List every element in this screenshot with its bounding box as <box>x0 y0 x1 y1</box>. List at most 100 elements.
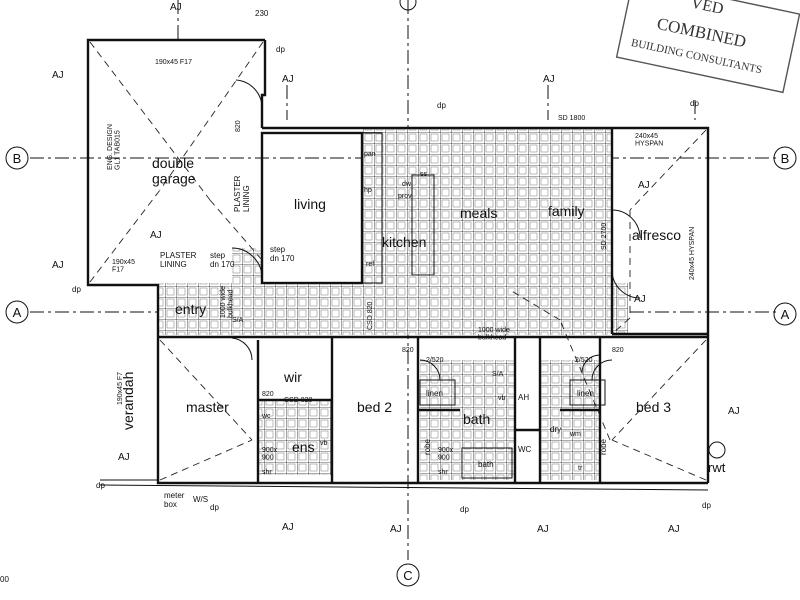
eng-design: ENG. DESIGNGL1 TAB015 <box>107 124 122 170</box>
room-ens: ens <box>292 439 315 455</box>
room-alfresco: alfresco <box>632 227 681 243</box>
aj-marker: AJ <box>52 70 64 81</box>
verandah-beam: 190x45 F7 <box>117 372 124 405</box>
svg-text:C: C <box>403 568 412 583</box>
linen-label-2: linen <box>577 389 594 398</box>
dp-marker: dp <box>276 45 285 54</box>
walls <box>86 38 710 491</box>
dim-230: 230 <box>255 9 269 18</box>
svg-text:A: A <box>13 305 22 320</box>
svg-text:VED: VED <box>689 0 725 18</box>
aj-marker: AJ <box>638 180 650 191</box>
door-820-d: 820 <box>235 120 242 132</box>
svg-text:B: B <box>13 151 22 166</box>
aj-marker: AJ <box>634 294 646 305</box>
hyspan-right: 240x45 HYSPAN <box>689 227 696 280</box>
sa-label-1: S/A <box>232 317 244 324</box>
robe-label-1: robe <box>423 438 432 455</box>
sink-label: ss <box>420 171 428 178</box>
approval-stamp: VED COMBINED BUILDING CONSULTANTS <box>615 0 800 94</box>
dp-marker: dp <box>210 503 219 512</box>
verandah-label: verandah <box>120 372 136 430</box>
tiled-floor <box>158 128 628 480</box>
sa-label-2: S/A <box>492 371 504 378</box>
room-entry: entry <box>175 301 206 317</box>
aj-marker: AJ <box>543 74 555 85</box>
room-bath: bath <box>463 411 490 427</box>
csd-820-b: CSD 820 <box>284 397 313 404</box>
grid-label-c: C <box>396 563 420 587</box>
csd-820-a: CSD 820 <box>367 301 374 330</box>
room-wir: wir <box>283 369 302 385</box>
grid-label-b-left: B <box>5 146 29 170</box>
bulkhead-vertical: 1000 widebulkhead <box>220 286 235 318</box>
grid-label-a-right: A <box>773 302 797 326</box>
room-family: family <box>548 203 585 219</box>
room-master: master <box>186 399 229 415</box>
tr-label: tr <box>578 465 583 472</box>
dp-marker: dp <box>437 101 446 110</box>
wc-label: WC <box>518 445 532 454</box>
svg-text:B: B <box>781 151 790 166</box>
room-bed3: bed 3 <box>636 399 671 415</box>
dp-marker: dp <box>72 285 81 294</box>
svg-text:A: A <box>781 307 790 322</box>
aj-marker: AJ <box>668 524 680 535</box>
door-820-c: 820 <box>262 391 274 398</box>
door-2520-b: 2/520 <box>575 357 593 364</box>
aj-marker: AJ <box>170 2 182 13</box>
fridge-label: ref <box>366 261 374 268</box>
room-bed2: bed 2 <box>357 399 392 415</box>
aj-marker: AJ <box>282 74 294 85</box>
dp-marker: dp <box>702 501 711 510</box>
shower-label-2: shr <box>438 469 448 476</box>
dp-marker: dp <box>96 481 105 490</box>
vanity-label-1: vb <box>320 440 328 447</box>
dishwasher-label: dw <box>402 181 412 188</box>
aj-marker: AJ <box>537 524 549 535</box>
aj-marker: AJ <box>52 260 64 271</box>
aj-marker: AJ <box>282 522 294 533</box>
door-820-b: 820 <box>612 347 624 354</box>
rwt-label: rwt <box>708 460 726 475</box>
bath-tub-label: bath <box>478 460 494 469</box>
beam-garage-top: 190x45 F17 <box>155 59 192 66</box>
pantry-label: pan <box>364 151 376 158</box>
rwt-tank <box>708 441 726 459</box>
dry-label: dry <box>550 425 561 434</box>
door-820-a: 820 <box>402 347 414 354</box>
ah-label: AH <box>518 393 529 402</box>
wm-label: wm <box>569 431 581 438</box>
prov-label: prov <box>398 193 412 200</box>
grid-label-a-left: A <box>5 300 29 324</box>
aj-marker: AJ <box>390 524 402 535</box>
sd-1800: SD 1800 <box>558 115 585 122</box>
room-meals: meals <box>460 205 497 221</box>
wc-small-label: wc <box>261 413 271 420</box>
door-2520-a: 2/520 <box>426 357 444 364</box>
hotplate-label: hp <box>364 187 372 194</box>
sd-2700: SD 2700 <box>601 223 608 250</box>
dp-marker: dp <box>460 505 469 514</box>
robe-label-2: robe <box>599 438 608 455</box>
plaster-lining-vertical: PLASTERLINING <box>233 175 251 212</box>
page-number: 00 <box>0 575 9 584</box>
vanity-label-2: vb <box>498 395 506 402</box>
room-living: living <box>294 196 326 212</box>
aj-marker: AJ <box>118 452 130 463</box>
shower-label-1: shr <box>262 469 272 476</box>
grid-label-b-right: B <box>773 146 797 170</box>
room-kitchen: kitchen <box>382 234 426 250</box>
linen-label: linen <box>426 389 443 398</box>
